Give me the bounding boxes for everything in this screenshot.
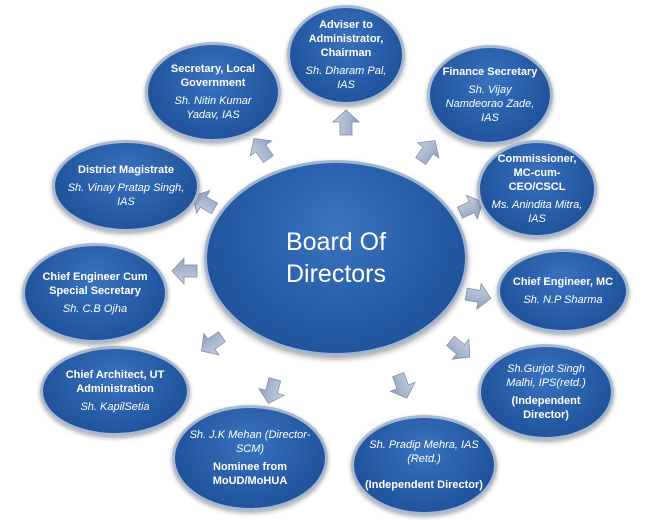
connector-arrow-2 xyxy=(456,194,484,221)
member-finance-secretary: Finance Secretary Sh. Vijay Namdeorao Za… xyxy=(427,45,553,145)
member-title: Commissioner, MC-cum-CEO/CSCL xyxy=(497,153,577,193)
connector-arrow-7 xyxy=(201,331,227,356)
connector-arrow-3 xyxy=(464,282,492,311)
member-note: Nominee from MoUD/MoHUA xyxy=(212,461,288,487)
member-name: Sh. KapilSetia xyxy=(80,401,150,413)
member-independent-director-mehra: Sh. Pradip Mehra, IAS (Retd.) (Independe… xyxy=(351,415,497,515)
member-title: Chief Architect, UT Administration xyxy=(65,369,165,395)
connector-arrow-8 xyxy=(171,256,198,286)
connector-arrow-0 xyxy=(331,109,361,136)
member-adviser-chairman: Adviser to Administrator, Chairman Sh. D… xyxy=(287,5,405,105)
member-name: Sh. Vinay Pratap Singh, IAS xyxy=(67,182,185,208)
member-name: Ms. Anindita Mitra, IAS xyxy=(491,199,583,225)
member-name: Sh. C.B Ojha xyxy=(62,303,128,315)
connector-arrow-1 xyxy=(415,140,440,166)
connector-arrow-5 xyxy=(389,372,416,399)
connector-arrow-9 xyxy=(192,190,219,215)
member-nominee-mehan: Sh. J.K Mehan (Director-SCM) Nominee fro… xyxy=(172,405,328,511)
member-title: District Magistrate xyxy=(78,164,174,176)
member-district-magistrate: District Magistrate Sh. Vinay Pratap Sin… xyxy=(52,140,200,232)
member-note: (Independent Director) xyxy=(365,479,483,491)
member-chief-architect: Chief Architect, UT Administration Sh. K… xyxy=(40,346,190,436)
member-title: Adviser to Administrator, Chairman xyxy=(308,19,384,59)
member-name: Sh. N.P Sharma xyxy=(523,294,603,306)
member-name: Sh. Vijay Namdeorao Zade, IAS xyxy=(445,84,535,124)
connector-arrow-10 xyxy=(249,138,274,164)
member-commissioner: Commissioner, MC-cum-CEO/CSCL Ms. Anindi… xyxy=(477,140,597,238)
member-title: Secretary, Local Government xyxy=(170,63,256,89)
member-independent-director-malhi: Sh.Gurjot Singh Malhi, IPS(retd.) (Indep… xyxy=(478,344,614,440)
connector-arrow-6 xyxy=(258,377,286,405)
member-name: Sh. Pradip Mehra, IAS (Retd.) xyxy=(369,439,479,465)
member-chief-engineer-special-secretary: Chief Engineer Cum Special Secretary Sh.… xyxy=(22,243,168,343)
board-of-directors-center: Board Of Directors xyxy=(204,160,468,356)
member-title: Chief Engineer, MC xyxy=(512,276,614,288)
member-title: Chief Engineer Cum Special Secretary xyxy=(42,271,148,297)
member-secretary-local-government: Secretary, Local Government Sh. Nitin Ku… xyxy=(145,42,281,142)
center-label: Board Of Directors xyxy=(285,228,387,288)
member-name: Sh. Dharam Pal, IAS xyxy=(305,65,387,91)
connector-arrow-4 xyxy=(446,335,471,360)
member-name: Sh. J.K Mehan (Director-SCM) xyxy=(189,429,311,455)
member-chief-engineer-mc: Chief Engineer, MC Sh. N.P Sharma xyxy=(497,249,629,333)
member-note: (Independent Director) xyxy=(511,395,581,421)
member-title: Finance Secretary xyxy=(442,66,538,78)
member-name: Sh. Nitin Kumar Yadav, IAS xyxy=(174,95,252,121)
member-name: Sh.Gurjot Singh Malhi, IPS(retd.) xyxy=(506,363,586,389)
